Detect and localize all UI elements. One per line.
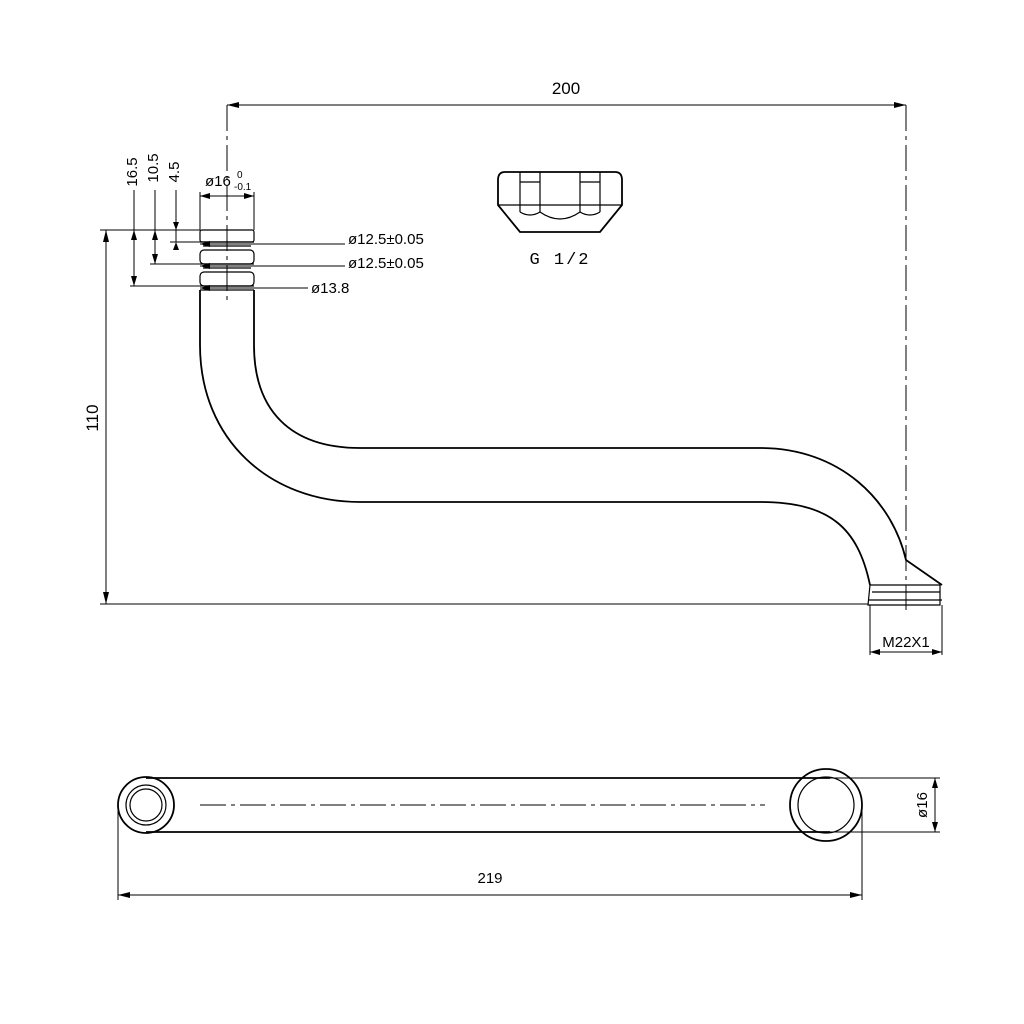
spout-side-view xyxy=(199,105,943,610)
dimension-200: 200 xyxy=(227,79,906,108)
spout-top-view xyxy=(117,768,863,842)
dimension-110: 110 xyxy=(83,229,868,605)
spout-outer-contour xyxy=(199,290,871,586)
nut-label: G 1/2 xyxy=(529,251,590,270)
label-side-dia16: ø16 xyxy=(914,792,931,818)
outlet-nozzle xyxy=(867,584,941,606)
label-tol-lower: -0.1 xyxy=(234,182,252,193)
label-4-5: 4.5 xyxy=(166,162,183,183)
dimension-diameter-side: ø16 xyxy=(830,777,940,833)
label-groove1: ø12.5±0.05 xyxy=(348,231,424,248)
label-tol-upper: 0 xyxy=(237,170,243,181)
dimension-diameter-top: ø16 0 -0.1 xyxy=(199,170,255,230)
dimension-offsets: 16.5 10.5 4.5 xyxy=(124,153,200,287)
dimension-outlet-thread: M22X1 xyxy=(869,605,943,655)
label-200: 200 xyxy=(552,79,580,98)
label-10-5: 10.5 xyxy=(145,153,162,182)
label-m22x1: M22X1 xyxy=(882,634,930,651)
outlet-end-circle xyxy=(789,768,863,842)
label-shoulder: ø13.8 xyxy=(311,280,349,297)
nut-g12: G 1/2 xyxy=(497,171,623,270)
dimension-219: 219 xyxy=(117,805,863,900)
label-16-5: 16.5 xyxy=(124,157,141,186)
spout-inner-contour xyxy=(253,290,943,586)
label-110: 110 xyxy=(83,404,102,431)
groove-leaders: ø12.5±0.05 ø12.5±0.05 ø13.8 xyxy=(200,231,424,297)
label-groove2: ø12.5±0.05 xyxy=(348,255,424,272)
label-dia16: ø16 xyxy=(205,173,231,190)
label-219: 219 xyxy=(477,870,502,887)
